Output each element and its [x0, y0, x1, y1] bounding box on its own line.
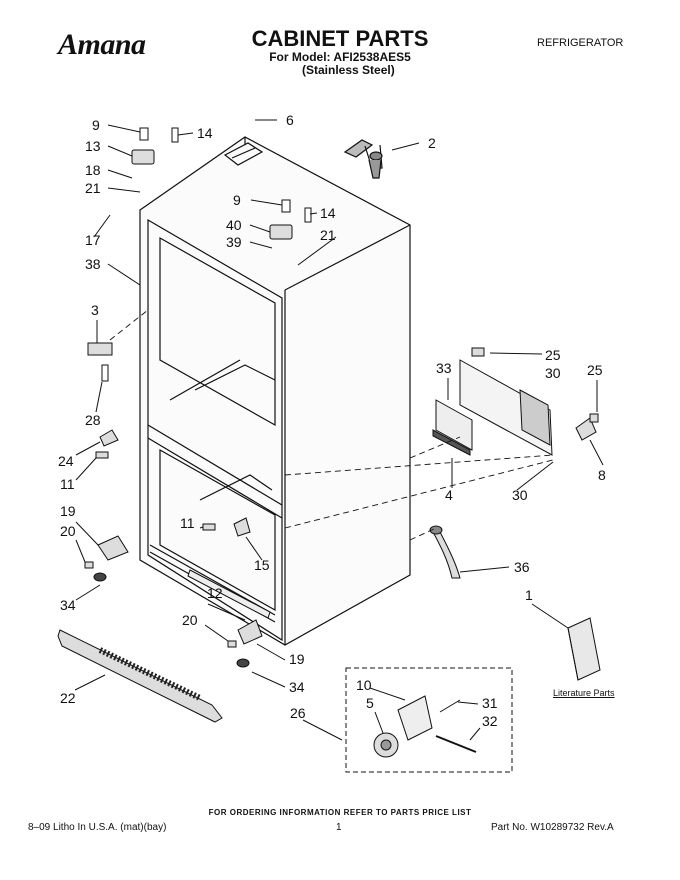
- callout-28: 28: [85, 412, 101, 428]
- callout-39: 39: [226, 234, 242, 250]
- callout-11b: 11: [180, 515, 195, 531]
- callout-32: 32: [482, 713, 498, 729]
- water-filter-part: [343, 139, 383, 179]
- callout-4: 4: [445, 487, 453, 503]
- callout-21: 21: [85, 180, 101, 196]
- literature-booklet: [567, 617, 601, 681]
- part-26-box: [345, 667, 513, 773]
- callout-1: 1: [525, 587, 533, 603]
- model-variant: (Stainless Steel): [302, 63, 395, 77]
- callout-3: 3: [91, 302, 99, 318]
- callout-24: 24: [58, 453, 74, 469]
- callout-2: 2: [428, 135, 436, 151]
- callout-5: 5: [366, 695, 374, 711]
- callout-30b: 30: [512, 487, 528, 503]
- callout-12: 12: [207, 585, 223, 601]
- callout-31: 31: [482, 695, 498, 711]
- callout-34: 34: [60, 597, 76, 613]
- callout-15: 15: [254, 557, 270, 573]
- callout-13: 13: [85, 138, 101, 154]
- model-line: For Model: AFI2538AES5: [269, 50, 411, 64]
- callout-6: 6: [286, 112, 294, 128]
- category-label: REFRIGERATOR: [537, 37, 624, 49]
- callout-14b: 14: [320, 205, 336, 221]
- callout-20: 20: [60, 523, 76, 539]
- callout-30: 30: [545, 365, 561, 381]
- callout-8: 8: [598, 467, 606, 483]
- assembly-lines: [109, 309, 554, 541]
- brand-logo: Amana: [58, 28, 146, 61]
- callout-22: 22: [60, 690, 76, 706]
- callout-10: 10: [356, 677, 372, 693]
- callout-25: 25: [545, 347, 561, 363]
- cabinet-drawing: [139, 136, 411, 646]
- callout-38: 38: [85, 256, 101, 272]
- callout-18: 18: [85, 162, 101, 178]
- callout-9b: 9: [233, 192, 241, 208]
- part-number: Part No. W10289732 Rev.A: [491, 822, 614, 833]
- page-title: CABINET PARTS: [251, 26, 429, 51]
- callout-25b: 25: [587, 362, 603, 378]
- callout-26: 26: [290, 705, 306, 721]
- callout-36: 36: [514, 559, 530, 575]
- callout-14: 14: [197, 125, 213, 141]
- lower-parts: [57, 525, 461, 723]
- callout-11: 11: [60, 476, 75, 492]
- callout-9: 9: [92, 117, 100, 133]
- callout-labels: 9 14 6 2 13 18 21 17 38 9 14 40 39 21 3 …: [58, 112, 606, 729]
- callout-21b: 21: [320, 227, 336, 243]
- callout-34b: 34: [289, 679, 305, 695]
- small-parts: [84, 127, 599, 668]
- page-number: 1: [336, 822, 342, 833]
- callout-40: 40: [226, 217, 242, 233]
- ordering-note: FOR ORDERING INFORMATION REFER TO PARTS …: [208, 808, 472, 817]
- callout-19b: 19: [289, 651, 305, 667]
- litho-line: 8–09 Litho In U.S.A. (mat)(bay): [28, 822, 167, 833]
- callout-33: 33: [436, 360, 452, 376]
- leader-lines: [74, 119, 604, 741]
- callout-19: 19: [60, 503, 76, 519]
- access-cover-part: [432, 359, 553, 456]
- callout-17: 17: [85, 232, 101, 248]
- literature-parts-label: Literature Parts: [553, 688, 615, 698]
- callout-20b: 20: [182, 612, 198, 628]
